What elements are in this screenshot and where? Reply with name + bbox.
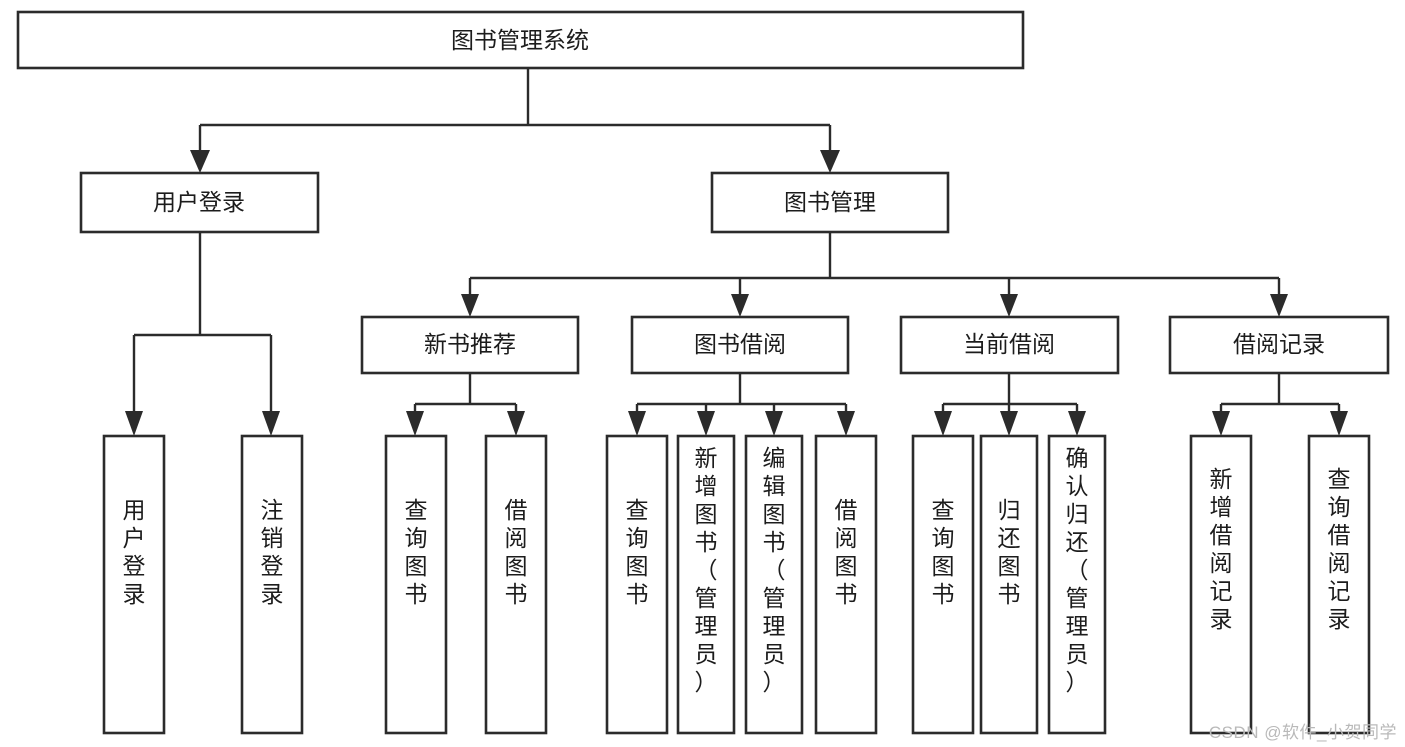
node-leaf-borrow-book-1[interactable]: 借阅图书 bbox=[484, 434, 548, 735]
arrow-head-leaf-query-book-1 bbox=[406, 411, 424, 436]
arrow-head-new-book-recommend bbox=[461, 294, 479, 317]
node-leaf-query-book-3-label: 查询图书 bbox=[932, 497, 955, 607]
node-borrow-record[interactable]: 借阅记录 bbox=[1168, 315, 1390, 375]
node-leaf-query-book-2-box[interactable] bbox=[605, 434, 669, 735]
connector-group-current-borrow bbox=[934, 373, 1086, 436]
node-leaf-confirm-return-box[interactable] bbox=[1047, 434, 1107, 735]
csdn-watermark: CSDN @软件_小贺同学 bbox=[1208, 723, 1397, 742]
node-leaf-query-book-2-label: 查询图书 bbox=[626, 497, 649, 607]
arrow-head-leaf-query-record bbox=[1330, 411, 1348, 436]
node-leaf-edit-book-box[interactable] bbox=[744, 434, 804, 735]
node-leaf-borrow-book-1-label: 借阅图书 bbox=[505, 497, 528, 607]
arrow-head-leaf-add-book bbox=[697, 411, 715, 436]
node-leaf-query-record-box[interactable] bbox=[1307, 434, 1371, 735]
arrow-head-leaf-borrow-book-2 bbox=[837, 411, 855, 436]
node-leaf-add-record-label: 新增借阅记录 bbox=[1210, 466, 1233, 632]
arrow-head-leaf-return-book bbox=[1000, 411, 1018, 436]
node-leaf-logout[interactable]: 注销登录 bbox=[240, 434, 304, 735]
node-leaf-edit-book[interactable]: 编辑图书（管理员） bbox=[744, 434, 804, 735]
node-current-borrow-label: 当前借阅 bbox=[963, 331, 1055, 357]
node-new-book-recommend[interactable]: 新书推荐 bbox=[360, 315, 580, 375]
node-user-login[interactable]: 用户登录 bbox=[79, 171, 320, 234]
arrow-head-borrow-record bbox=[1270, 294, 1288, 317]
node-leaf-query-book-3[interactable]: 查询图书 bbox=[911, 434, 975, 735]
connector-group-borrow-record bbox=[1212, 373, 1348, 436]
connector-group-user-login bbox=[125, 232, 280, 436]
node-leaf-user-login-box[interactable] bbox=[102, 434, 166, 735]
node-leaf-borrow-book-2-box[interactable] bbox=[814, 434, 878, 735]
node-leaf-logout-box[interactable] bbox=[240, 434, 304, 735]
node-leaf-query-record-label: 查询借阅记录 bbox=[1328, 466, 1351, 632]
node-borrow-record-box[interactable] bbox=[1168, 315, 1390, 375]
node-leaf-borrow-book-2[interactable]: 借阅图书 bbox=[814, 434, 878, 735]
node-leaf-return-book-label: 归还图书 bbox=[998, 497, 1021, 607]
arrow-head-leaf-logout bbox=[262, 411, 280, 436]
node-current-borrow-box[interactable] bbox=[899, 315, 1120, 375]
arrow-head-leaf-user-login bbox=[125, 411, 143, 436]
arrow-head-user-login bbox=[190, 150, 210, 173]
node-leaf-query-book-1-label: 查询图书 bbox=[405, 497, 428, 607]
node-new-book-recommend-label: 新书推荐 bbox=[424, 331, 516, 357]
node-leaf-query-book-1[interactable]: 查询图书 bbox=[384, 434, 448, 735]
node-book-manage[interactable]: 图书管理 bbox=[710, 171, 950, 234]
node-leaf-logout-label: 注销登录 bbox=[261, 497, 284, 607]
connector-group-book-manage bbox=[461, 232, 1288, 317]
arrow-head-current-borrow bbox=[1000, 294, 1018, 317]
node-leaf-return-book-box[interactable] bbox=[979, 434, 1039, 735]
node-leaf-borrow-book-1-box[interactable] bbox=[484, 434, 548, 735]
node-leaf-borrow-book-2-label: 借阅图书 bbox=[835, 497, 858, 607]
node-leaf-add-book-label: 新增图书（管理员） bbox=[695, 445, 718, 695]
arrow-head-leaf-confirm-return bbox=[1068, 411, 1086, 436]
node-book-borrow-label: 图书借阅 bbox=[694, 331, 786, 357]
connector-group-root bbox=[190, 68, 840, 173]
node-root-box[interactable] bbox=[16, 10, 1025, 70]
node-user-login-box[interactable] bbox=[79, 171, 320, 234]
node-new-book-recommend-box[interactable] bbox=[360, 315, 580, 375]
node-leaf-query-record[interactable]: 查询借阅记录 bbox=[1307, 434, 1371, 735]
connector-group-new-book-recommend bbox=[406, 373, 525, 436]
arrow-head-leaf-borrow-book-1 bbox=[507, 411, 525, 436]
arrow-head-book-borrow bbox=[731, 294, 749, 317]
node-user-login-label: 用户登录 bbox=[153, 189, 245, 215]
arrow-head-leaf-query-book-2 bbox=[628, 411, 646, 436]
node-book-manage-box[interactable] bbox=[710, 171, 950, 234]
arrow-head-leaf-query-book-3 bbox=[934, 411, 952, 436]
node-leaf-add-book-box[interactable] bbox=[676, 434, 736, 735]
node-leaf-add-book[interactable]: 新增图书（管理员） bbox=[676, 434, 736, 735]
node-root-label: 图书管理系统 bbox=[451, 27, 589, 53]
node-borrow-record-label: 借阅记录 bbox=[1233, 331, 1325, 357]
node-leaf-query-book-2[interactable]: 查询图书 bbox=[605, 434, 669, 735]
arrow-head-book-manage bbox=[820, 150, 840, 173]
node-leaf-query-book-3-box[interactable] bbox=[911, 434, 975, 735]
arrow-head-leaf-add-record bbox=[1212, 411, 1230, 436]
node-leaf-add-record[interactable]: 新增借阅记录 bbox=[1189, 434, 1253, 735]
node-leaf-add-record-box[interactable] bbox=[1189, 434, 1253, 735]
node-leaf-confirm-return-label: 确认归还（管理员） bbox=[1066, 445, 1089, 695]
node-leaf-query-book-1-box[interactable] bbox=[384, 434, 448, 735]
node-leaf-confirm-return[interactable]: 确认归还（管理员） bbox=[1047, 434, 1107, 735]
node-leaf-return-book[interactable]: 归还图书 bbox=[979, 434, 1039, 735]
node-book-borrow-box[interactable] bbox=[630, 315, 850, 375]
connector-group-book-borrow bbox=[628, 373, 855, 436]
node-book-borrow[interactable]: 图书借阅 bbox=[630, 315, 850, 375]
node-leaf-user-login-label: 用户登录 bbox=[123, 497, 146, 607]
node-leaf-user-login[interactable]: 用户登录 bbox=[102, 434, 166, 735]
node-book-manage-label: 图书管理 bbox=[784, 189, 876, 215]
node-leaf-edit-book-label: 编辑图书（管理员） bbox=[763, 445, 786, 695]
arrow-head-leaf-edit-book bbox=[765, 411, 783, 436]
node-current-borrow[interactable]: 当前借阅 bbox=[899, 315, 1120, 375]
node-root[interactable]: 图书管理系统 bbox=[16, 10, 1025, 70]
